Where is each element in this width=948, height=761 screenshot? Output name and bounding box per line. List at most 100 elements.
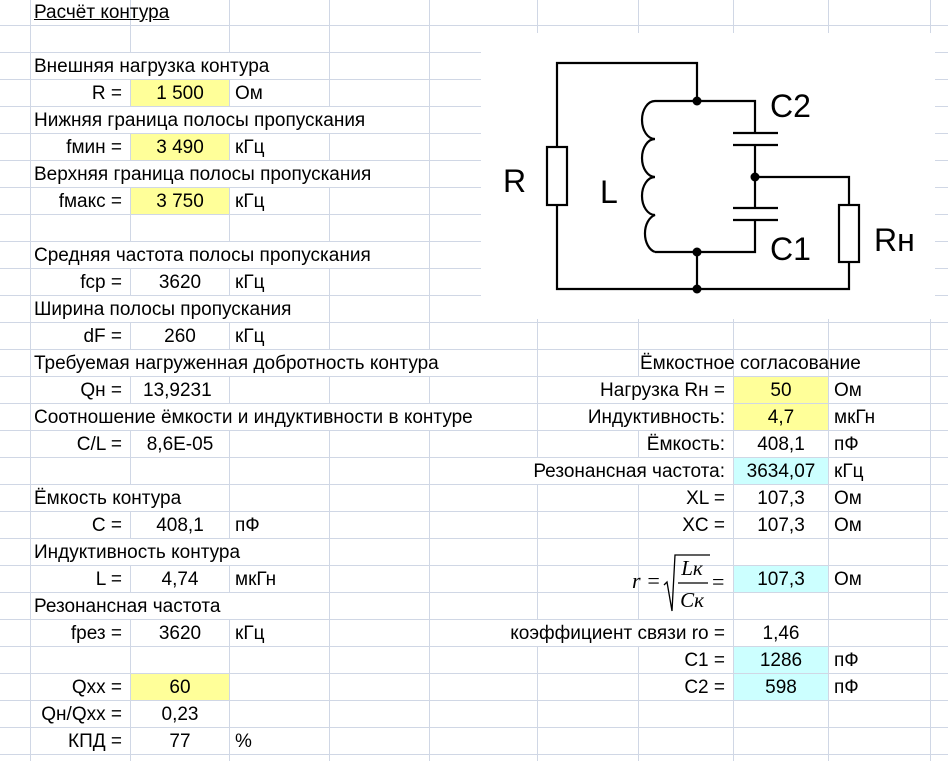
- wire-c2-top: [655, 99, 757, 133]
- fmax-input[interactable]: 3 750: [131, 188, 229, 214]
- rn-key: Нагрузка Rн =: [538, 377, 733, 403]
- grid-row-line: [0, 214, 948, 215]
- label-r: R: [503, 163, 526, 199]
- fmax-unit: кГц: [235, 191, 265, 212]
- cl-key: C/L =: [76, 434, 122, 455]
- xc-key: XC =: [639, 512, 733, 538]
- c-unit: пФ: [235, 515, 260, 536]
- ind-key: Индуктивность:: [538, 404, 733, 430]
- capacitive-matching-heading: Ёмкостное согласование: [640, 353, 861, 374]
- l-key: L =: [95, 569, 122, 590]
- fcp-label: Средняя частота полосы пропускания: [31, 242, 429, 268]
- grid-row-line: [0, 403, 948, 404]
- fmax-label: Верхняя граница полосы пропускания: [31, 161, 429, 187]
- grid-row-line: [0, 646, 948, 647]
- grid-row-line: [0, 79, 948, 80]
- fmin-key: fмин =: [66, 137, 122, 158]
- c2-value[interactable]: 598: [734, 674, 828, 700]
- res-freq-unit: кГц: [834, 461, 864, 482]
- l-value[interactable]: 4,74: [161, 569, 199, 590]
- node-dot: [750, 172, 760, 182]
- grid-row-line: [0, 700, 948, 701]
- rn-unit: Ом: [834, 380, 862, 401]
- grid-row-line: [0, 673, 948, 674]
- label-c2: C2: [770, 88, 811, 124]
- grid-row-line: [0, 619, 948, 620]
- fmin-label: Нижняя граница полосы пропускания: [31, 107, 429, 133]
- ind-input[interactable]: 4,7: [734, 404, 828, 430]
- cap-value[interactable]: 408,1: [757, 434, 805, 455]
- grid-col-line: [130, 0, 131, 761]
- c1-key: C1 =: [639, 647, 733, 673]
- c-label: Ёмкость контура: [31, 485, 229, 511]
- c1-unit: пФ: [834, 650, 859, 671]
- r-input[interactable]: 1 500: [131, 80, 229, 106]
- grid-row-line: [0, 754, 948, 755]
- ro-key: коэффициент связи ro =: [430, 620, 733, 646]
- impedance-formula: r = Lк Cк =: [632, 554, 724, 612]
- grid-col-line: [329, 0, 330, 761]
- xl-key: XL =: [639, 485, 733, 511]
- fcp-value[interactable]: 3620: [158, 272, 202, 293]
- resistor-rn: [837, 203, 861, 264]
- grid-row-line: [0, 511, 948, 512]
- df-unit: кГц: [235, 326, 265, 347]
- c-key: C =: [91, 515, 122, 536]
- fres-value[interactable]: 3620: [158, 623, 202, 644]
- df-key: dF =: [83, 326, 122, 347]
- qn-value[interactable]: 13,9231: [143, 380, 212, 401]
- node-dot: [692, 247, 702, 257]
- grid-row-line: [0, 106, 948, 107]
- wire-c1-bottom: [655, 220, 757, 254]
- label-rn: Rн: [874, 222, 915, 258]
- fmax-key: fмакс =: [58, 191, 122, 212]
- c-value[interactable]: 408,1: [156, 515, 204, 536]
- cl-value[interactable]: 8,6E-05: [146, 434, 214, 455]
- formula-denominator: Cк: [680, 588, 704, 612]
- node-dot: [692, 284, 702, 294]
- grid-row-line: [0, 268, 948, 269]
- fmin-input[interactable]: 3 490: [131, 134, 229, 160]
- label-l: L: [600, 174, 618, 210]
- grid-row-line: [0, 727, 948, 728]
- grid-row-line: [0, 565, 948, 566]
- ro-value[interactable]: 1,46: [762, 623, 800, 644]
- ext-load-label: Внешняя нагрузка контура: [31, 53, 329, 79]
- grid-row-line: [0, 349, 948, 350]
- df-value[interactable]: 260: [164, 326, 196, 347]
- l-label: Индуктивность контура: [31, 539, 329, 565]
- wire-bottom: [555, 205, 851, 291]
- grid-row-line: [0, 133, 948, 134]
- fcp-unit: кГц: [235, 272, 265, 293]
- kpd-value[interactable]: 77: [169, 731, 191, 752]
- resistor-r: [545, 145, 569, 207]
- cap-key: Ёмкость:: [639, 431, 733, 457]
- c1-value[interactable]: 1286: [734, 647, 828, 673]
- grid-col-line: [229, 0, 230, 761]
- xl-value[interactable]: 107,3: [757, 488, 805, 509]
- r-value[interactable]: 107,3: [734, 566, 828, 592]
- grid-row-line: [0, 376, 948, 377]
- grid-row-line: [0, 484, 948, 485]
- formula-numerator: Lк: [680, 556, 703, 580]
- grid-row-line: [0, 160, 948, 161]
- qxx-input[interactable]: 60: [131, 674, 229, 700]
- wire-top: [555, 61, 699, 147]
- l-unit: мкГн: [235, 569, 277, 590]
- qn-label: Требуемая нагруженная добротность контур…: [31, 350, 481, 376]
- cl-label: Соотношение ёмкости и индуктивности в ко…: [31, 404, 536, 430]
- node-dot: [692, 96, 702, 106]
- qn-qxx-value[interactable]: 0,23: [161, 704, 199, 725]
- rn-input[interactable]: 50: [734, 377, 828, 403]
- grid-row-line: [0, 241, 948, 242]
- qn-key: Qн =: [80, 380, 122, 401]
- grid-col-line: [930, 0, 931, 761]
- grid-row-line: [0, 592, 948, 593]
- xl-unit: Ом: [834, 488, 862, 509]
- c2-unit: пФ: [834, 677, 859, 698]
- xc-value[interactable]: 107,3: [757, 515, 805, 536]
- res-freq-value[interactable]: 3634,07: [734, 458, 828, 484]
- qn-qxx-key: Qн/Qxx =: [41, 704, 122, 725]
- res-freq-key: Резонансная частота:: [430, 458, 733, 484]
- wire-rn: [755, 175, 851, 205]
